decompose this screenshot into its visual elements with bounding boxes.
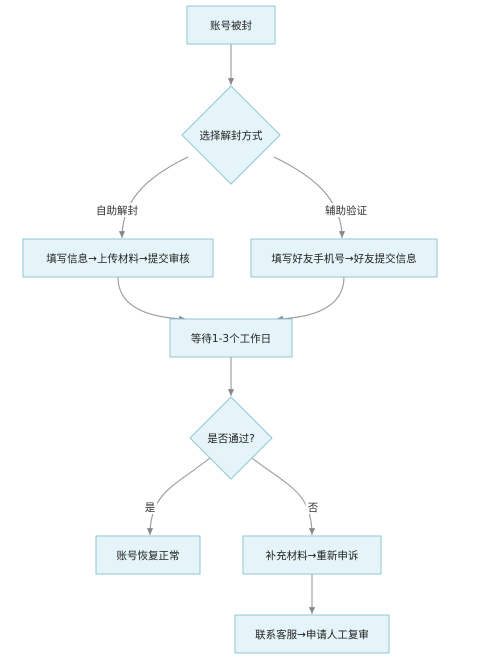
node-label-reappeal: 补充材料→重新申诉: [266, 549, 359, 562]
node-choose: 选择解封方式: [181, 85, 281, 185]
edge-passed-to-restored: [146, 457, 211, 536]
edge-label-passed-to-reappeal: 否: [308, 502, 319, 514]
node-label-passed: 是否通过?: [207, 432, 255, 445]
process-box: [234, 614, 390, 654]
node-label-self_form: 填写信息→上传材料→提交审核: [46, 252, 190, 265]
node-passed: 是否通过?: [189, 396, 273, 480]
edge-choose-to-friend_form: [273, 156, 346, 239]
node-label-contact: 联系客服→申请人工复审: [255, 628, 369, 641]
node-label-locked: 账号被封: [210, 19, 252, 32]
node-restored: 账号恢复正常: [95, 535, 201, 575]
edge-passed-to-reappeal: [251, 457, 316, 536]
edge-label-choose-to-self_form: 自助解封: [96, 204, 138, 217]
decision-diamond: [189, 396, 273, 480]
node-label-friend_form: 填写好友手机号→好友提交信息: [271, 252, 416, 265]
node-label-restored: 账号恢复正常: [117, 549, 180, 562]
edge-choose-to-self_form: [118, 156, 189, 239]
node-self_form: 填写信息→上传材料→提交审核: [22, 238, 214, 278]
edge-self_form-to-wait: [117, 276, 187, 322]
process-box: [169, 318, 293, 358]
edge-label-background: [94, 203, 140, 217]
process-box: [250, 238, 438, 278]
node-locked: 账号被封: [186, 5, 276, 45]
node-label-wait: 等待1-3个工作日: [191, 332, 271, 345]
edge-label-background: [142, 500, 158, 514]
process-box: [242, 535, 382, 575]
process-box: [186, 5, 276, 45]
process-box: [22, 238, 214, 278]
node-contact: 联系客服→申请人工复审: [234, 614, 390, 654]
node-wait: 等待1-3个工作日: [169, 318, 293, 358]
node-friend_form: 填写好友手机号→好友提交信息: [250, 238, 438, 278]
decision-diamond: [181, 85, 281, 185]
node-reappeal: 补充材料→重新申诉: [242, 535, 382, 575]
edge-label-choose-to-friend_form: 辅助验证: [325, 204, 367, 217]
edge-label-passed-to-restored: 是: [145, 502, 156, 514]
edge-label-background: [305, 500, 321, 514]
flowchart-edges: [117, 44, 346, 614]
edge-friend_form-to-wait: [275, 276, 345, 322]
node-label-choose: 选择解封方式: [200, 129, 263, 142]
process-box: [95, 535, 201, 575]
edge-label-background: [323, 203, 369, 217]
